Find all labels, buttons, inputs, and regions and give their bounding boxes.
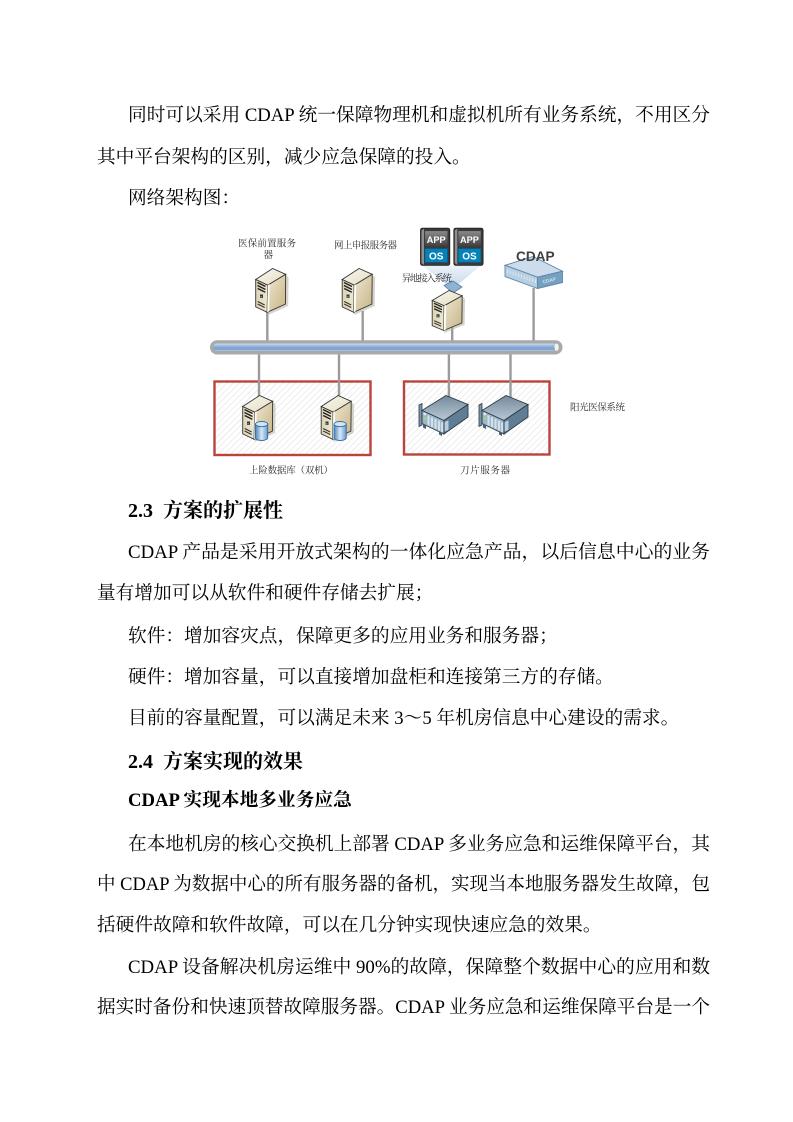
svg-text:阳光医保系统: 阳光医保系统	[570, 402, 625, 414]
svg-text:医保前置服务: 医保前置服务	[238, 238, 296, 250]
svg-text:网上申报服务器: 网上申报服务器	[334, 239, 397, 251]
svg-text:CDAP: CDAP	[542, 276, 557, 285]
svg-text:器: 器	[264, 250, 274, 261]
svg-text:异地接入系统: 异地接入系统	[402, 273, 452, 285]
svg-text:CDAP: CDAP	[516, 249, 555, 264]
svg-text:上险数据库（双机）: 上险数据库（双机）	[249, 465, 333, 477]
svg-text:刀片服务器: 刀片服务器	[460, 465, 510, 477]
